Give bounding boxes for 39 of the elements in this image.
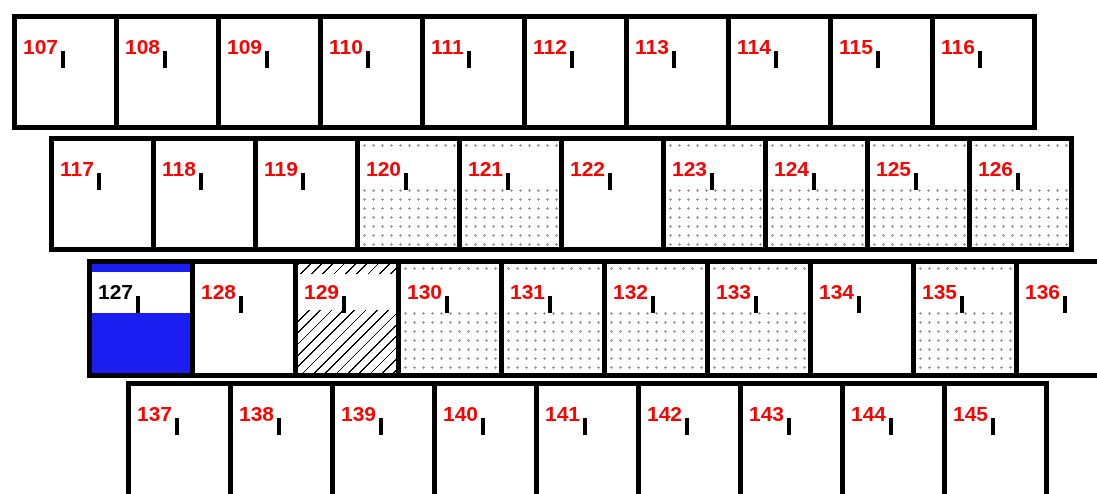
key-number: 109 (227, 36, 263, 57)
key-number: 144 (851, 403, 887, 424)
key-number: 116 (941, 36, 975, 57)
key-number: 132 (613, 281, 649, 302)
key-number: 140 (443, 403, 479, 424)
key-number: 115 (839, 36, 873, 57)
key-number: 136 (1025, 281, 1061, 302)
key-number: 137 (137, 403, 173, 424)
key-number: 135 (922, 281, 958, 302)
key-number: 108 (125, 36, 161, 57)
key-number: 113 (635, 36, 669, 57)
key-number: 138 (239, 403, 275, 424)
key-number: 117 (60, 158, 94, 179)
key-number: 114 (737, 36, 771, 57)
key-number: 143 (749, 403, 785, 424)
key-number: 118 (162, 158, 196, 179)
key-number: 119 (264, 158, 298, 179)
key-number: 142 (647, 403, 683, 424)
key-number: 124 (774, 158, 810, 179)
key-number: 145 (953, 403, 989, 424)
key-number: 125 (876, 158, 912, 179)
key-number: 107 (23, 36, 59, 57)
key-number: 122 (570, 158, 606, 179)
key-number: 129 (304, 281, 340, 302)
key-number: 127 (98, 281, 134, 302)
key-number: 141 (545, 403, 581, 424)
key-number: 126 (978, 158, 1014, 179)
key-number: 121 (468, 158, 504, 179)
key-number: 120 (366, 158, 402, 179)
key-number: 111 (431, 36, 464, 57)
key-number: 110 (329, 36, 363, 57)
key-number: 112 (533, 36, 567, 57)
key-number: 134 (819, 281, 855, 302)
key-number: 123 (672, 158, 708, 179)
key-number: 128 (201, 281, 237, 302)
key-number: 133 (716, 281, 752, 302)
key-number: 139 (341, 403, 377, 424)
key-number: 131 (510, 281, 546, 302)
key-number: 130 (407, 281, 443, 302)
